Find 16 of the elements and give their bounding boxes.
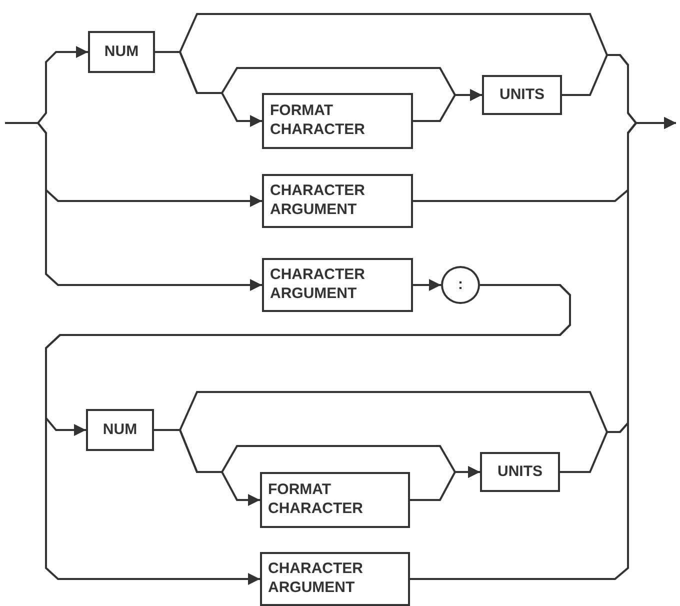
syntax-box: NUM	[86, 409, 154, 451]
syntax-box: CHARACTER ARGUMENT	[262, 174, 413, 228]
connector-arrow	[413, 279, 441, 291]
connector-arrow	[45, 284, 571, 585]
syntax-box: CHARACTER ARGUMENT	[262, 258, 413, 312]
connector-arrow	[410, 466, 480, 501]
syntax-box: FORMAT CHARACTER	[260, 472, 410, 528]
syntax-box: NUM	[88, 31, 155, 73]
symbol-circle: :	[441, 266, 480, 304]
connector-arrow	[410, 117, 676, 580]
connector-arrow	[413, 89, 482, 122]
syntax-box: FORMAT CHARACTER	[262, 93, 413, 149]
syntax-box: CHARACTER ARGUMENT	[260, 552, 410, 606]
syntax-box: UNITS	[480, 452, 560, 492]
connector-arrow	[5, 122, 262, 291]
syntax-box: UNITS	[482, 75, 562, 115]
